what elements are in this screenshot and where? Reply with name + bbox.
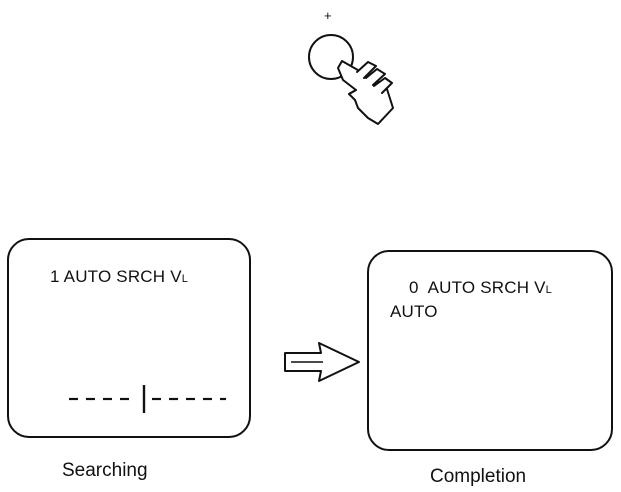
band-main: V (534, 278, 546, 297)
searching-screen: 1 AUTO SRCH VL (7, 238, 251, 438)
plus-sign: + (324, 8, 332, 23)
auto-label: AUTO (390, 302, 438, 321)
searching-caption: Searching (62, 460, 148, 481)
band-main: V (170, 267, 182, 286)
channel-number: 1 (50, 267, 60, 286)
channel-number: 0 (409, 278, 419, 297)
searching-osd-line: 1 AUTO SRCH VL (50, 268, 188, 285)
transition-arrow-icon (284, 342, 360, 382)
plus-button-illustration: + (308, 8, 394, 125)
band-sub: L (181, 273, 189, 285)
completion-caption: Completion (430, 466, 527, 487)
tuning-indicator (69, 385, 226, 413)
completion-screen: 0 AUTO SRCH VL AUTO (367, 250, 613, 451)
mode-text: AUTO SRCH (63, 267, 166, 286)
band-sub: L (545, 284, 552, 296)
mode-text: AUTO SRCH (427, 278, 530, 297)
pressing-hand-icon (337, 60, 394, 125)
band-indicator: VL (534, 278, 552, 297)
band-indicator: VL (170, 267, 188, 286)
completion-osd-line: 0 AUTO SRCH VL (409, 279, 552, 296)
